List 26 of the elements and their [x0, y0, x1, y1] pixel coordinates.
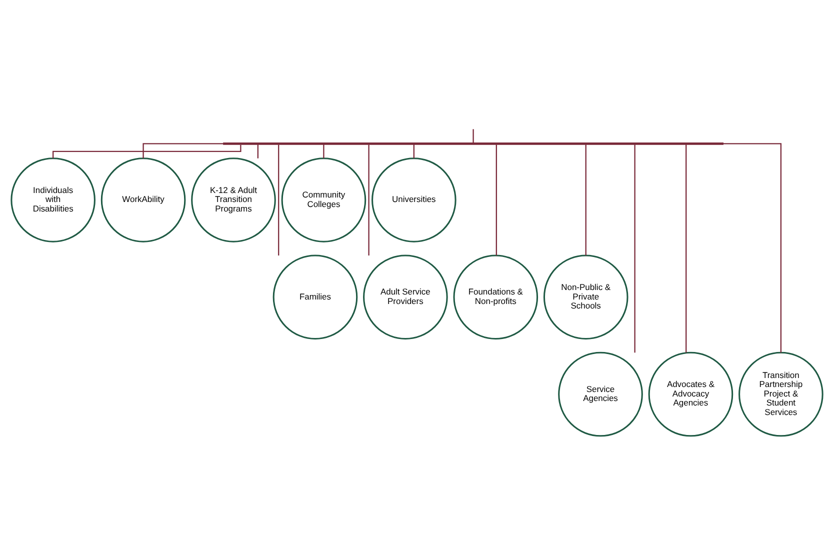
node-circle: WorkAbility	[100, 158, 186, 242]
node-circle: Adult Service Providers	[363, 254, 448, 340]
connector	[52, 144, 242, 158]
connector	[323, 144, 324, 158]
node-circle: Non-Public & Private Schools	[543, 254, 628, 340]
node-circle: Foundations & Non-profits	[453, 254, 538, 340]
connector	[723, 143, 782, 353]
node-circle: Individuals with Disabilities	[10, 158, 96, 242]
connector	[585, 144, 586, 256]
node-circle: Families	[272, 254, 358, 340]
connector	[496, 144, 497, 256]
connector	[278, 144, 280, 256]
node-circle: Service Agencies	[558, 352, 643, 437]
connector	[472, 129, 474, 143]
connector	[413, 144, 414, 158]
connector	[686, 144, 687, 353]
node-circle: Advocates & Advocacy Agencies	[648, 352, 734, 437]
node-circle: Transition Partnership Project & Student Services	[738, 352, 824, 437]
connector	[142, 143, 224, 158]
connector	[368, 144, 370, 256]
connector	[634, 144, 636, 353]
node-circle: K-12 & Adult Transition Programs	[191, 158, 276, 242]
node-bar	[223, 142, 724, 145]
connector	[257, 144, 258, 158]
node-circle: Community Colleges	[281, 158, 366, 242]
node-circle: Universities	[372, 158, 456, 242]
